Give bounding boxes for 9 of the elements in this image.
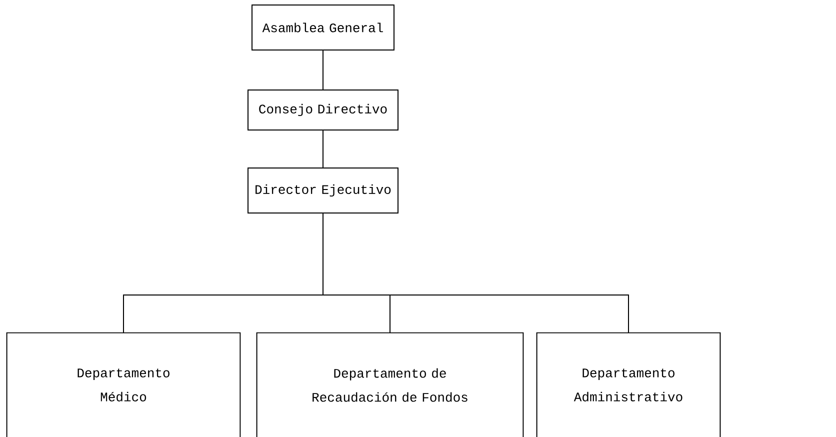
org-box: Director Ejecutivo [248, 168, 398, 214]
org-box: Asamblea General [252, 4, 394, 50]
connector-line [322, 50, 324, 90]
connector-line [322, 213, 629, 334]
org-box: Departamento Médico [6, 332, 241, 437]
org-box: Consejo Directivo [248, 90, 398, 130]
org-box: Departamento de Recaudación de Fondos [256, 332, 524, 437]
connector-line [322, 130, 324, 168]
org-box: Departamento Administrativo [536, 332, 721, 437]
